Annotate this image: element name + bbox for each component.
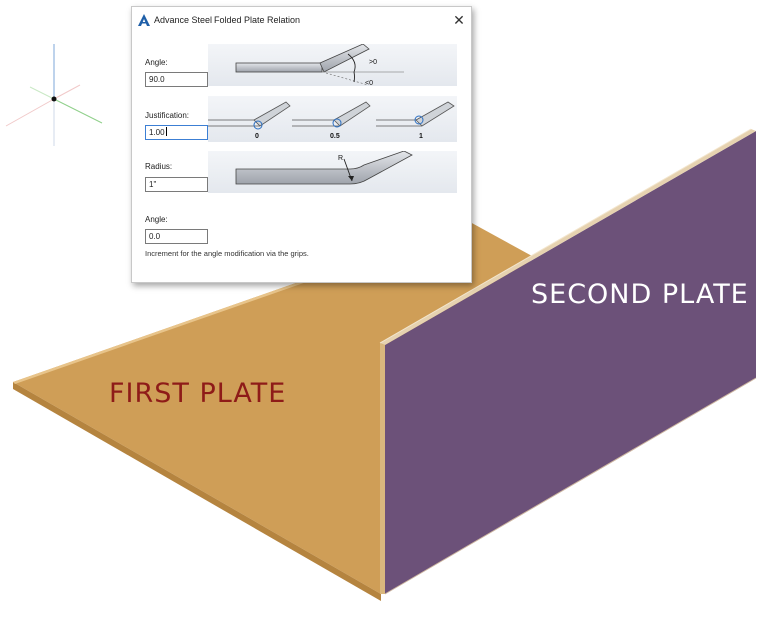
justification-option-0: 0: [255, 133, 259, 140]
second-plate-label: SECOND PLATE: [531, 279, 749, 310]
justification-value: 1.00: [149, 128, 165, 137]
ucs-axes-icon: [5, 44, 103, 146]
angle-label: Angle:: [145, 58, 168, 67]
folded-plate-relation-dialog: Advance Steel Folded Plate Relation ✕ An…: [131, 6, 472, 283]
first-plate-label: FIRST PLATE: [109, 378, 287, 409]
text-caret: [165, 127, 167, 136]
justification-label: Justification:: [145, 111, 190, 120]
increment-hint: Increment for the angle modification via…: [145, 249, 309, 258]
justification-option-0-5: 0.5: [330, 133, 340, 140]
second-plate[interactable]: [379, 128, 757, 595]
radius-marker: R: [338, 155, 343, 162]
increment-angle-input[interactable]: 0.0: [145, 229, 208, 244]
angle-negative-label: <0: [365, 80, 373, 86]
dialog-app-name: Advance Steel: [154, 15, 213, 25]
angle-positive-label: >0: [369, 59, 377, 66]
radius-label: Radius:: [145, 162, 173, 171]
justification-input[interactable]: 1.00: [145, 125, 208, 140]
increment-angle-label: Angle:: [145, 215, 168, 224]
close-button[interactable]: ✕: [453, 12, 465, 28]
justification-illustration: 0 0.5 1: [208, 96, 457, 142]
dialog-titlebar[interactable]: Advance Steel Folded Plate Relation ✕: [132, 7, 471, 34]
dialog-title: Folded Plate Relation: [214, 15, 301, 25]
justification-option-1: 1: [419, 133, 423, 140]
radius-input[interactable]: 1": [145, 177, 208, 192]
advance-steel-logo-icon: [138, 14, 150, 26]
angle-input[interactable]: 90.0: [145, 72, 208, 87]
radius-illustration: R: [208, 151, 457, 193]
angle-illustration: >0 <0: [208, 44, 457, 86]
